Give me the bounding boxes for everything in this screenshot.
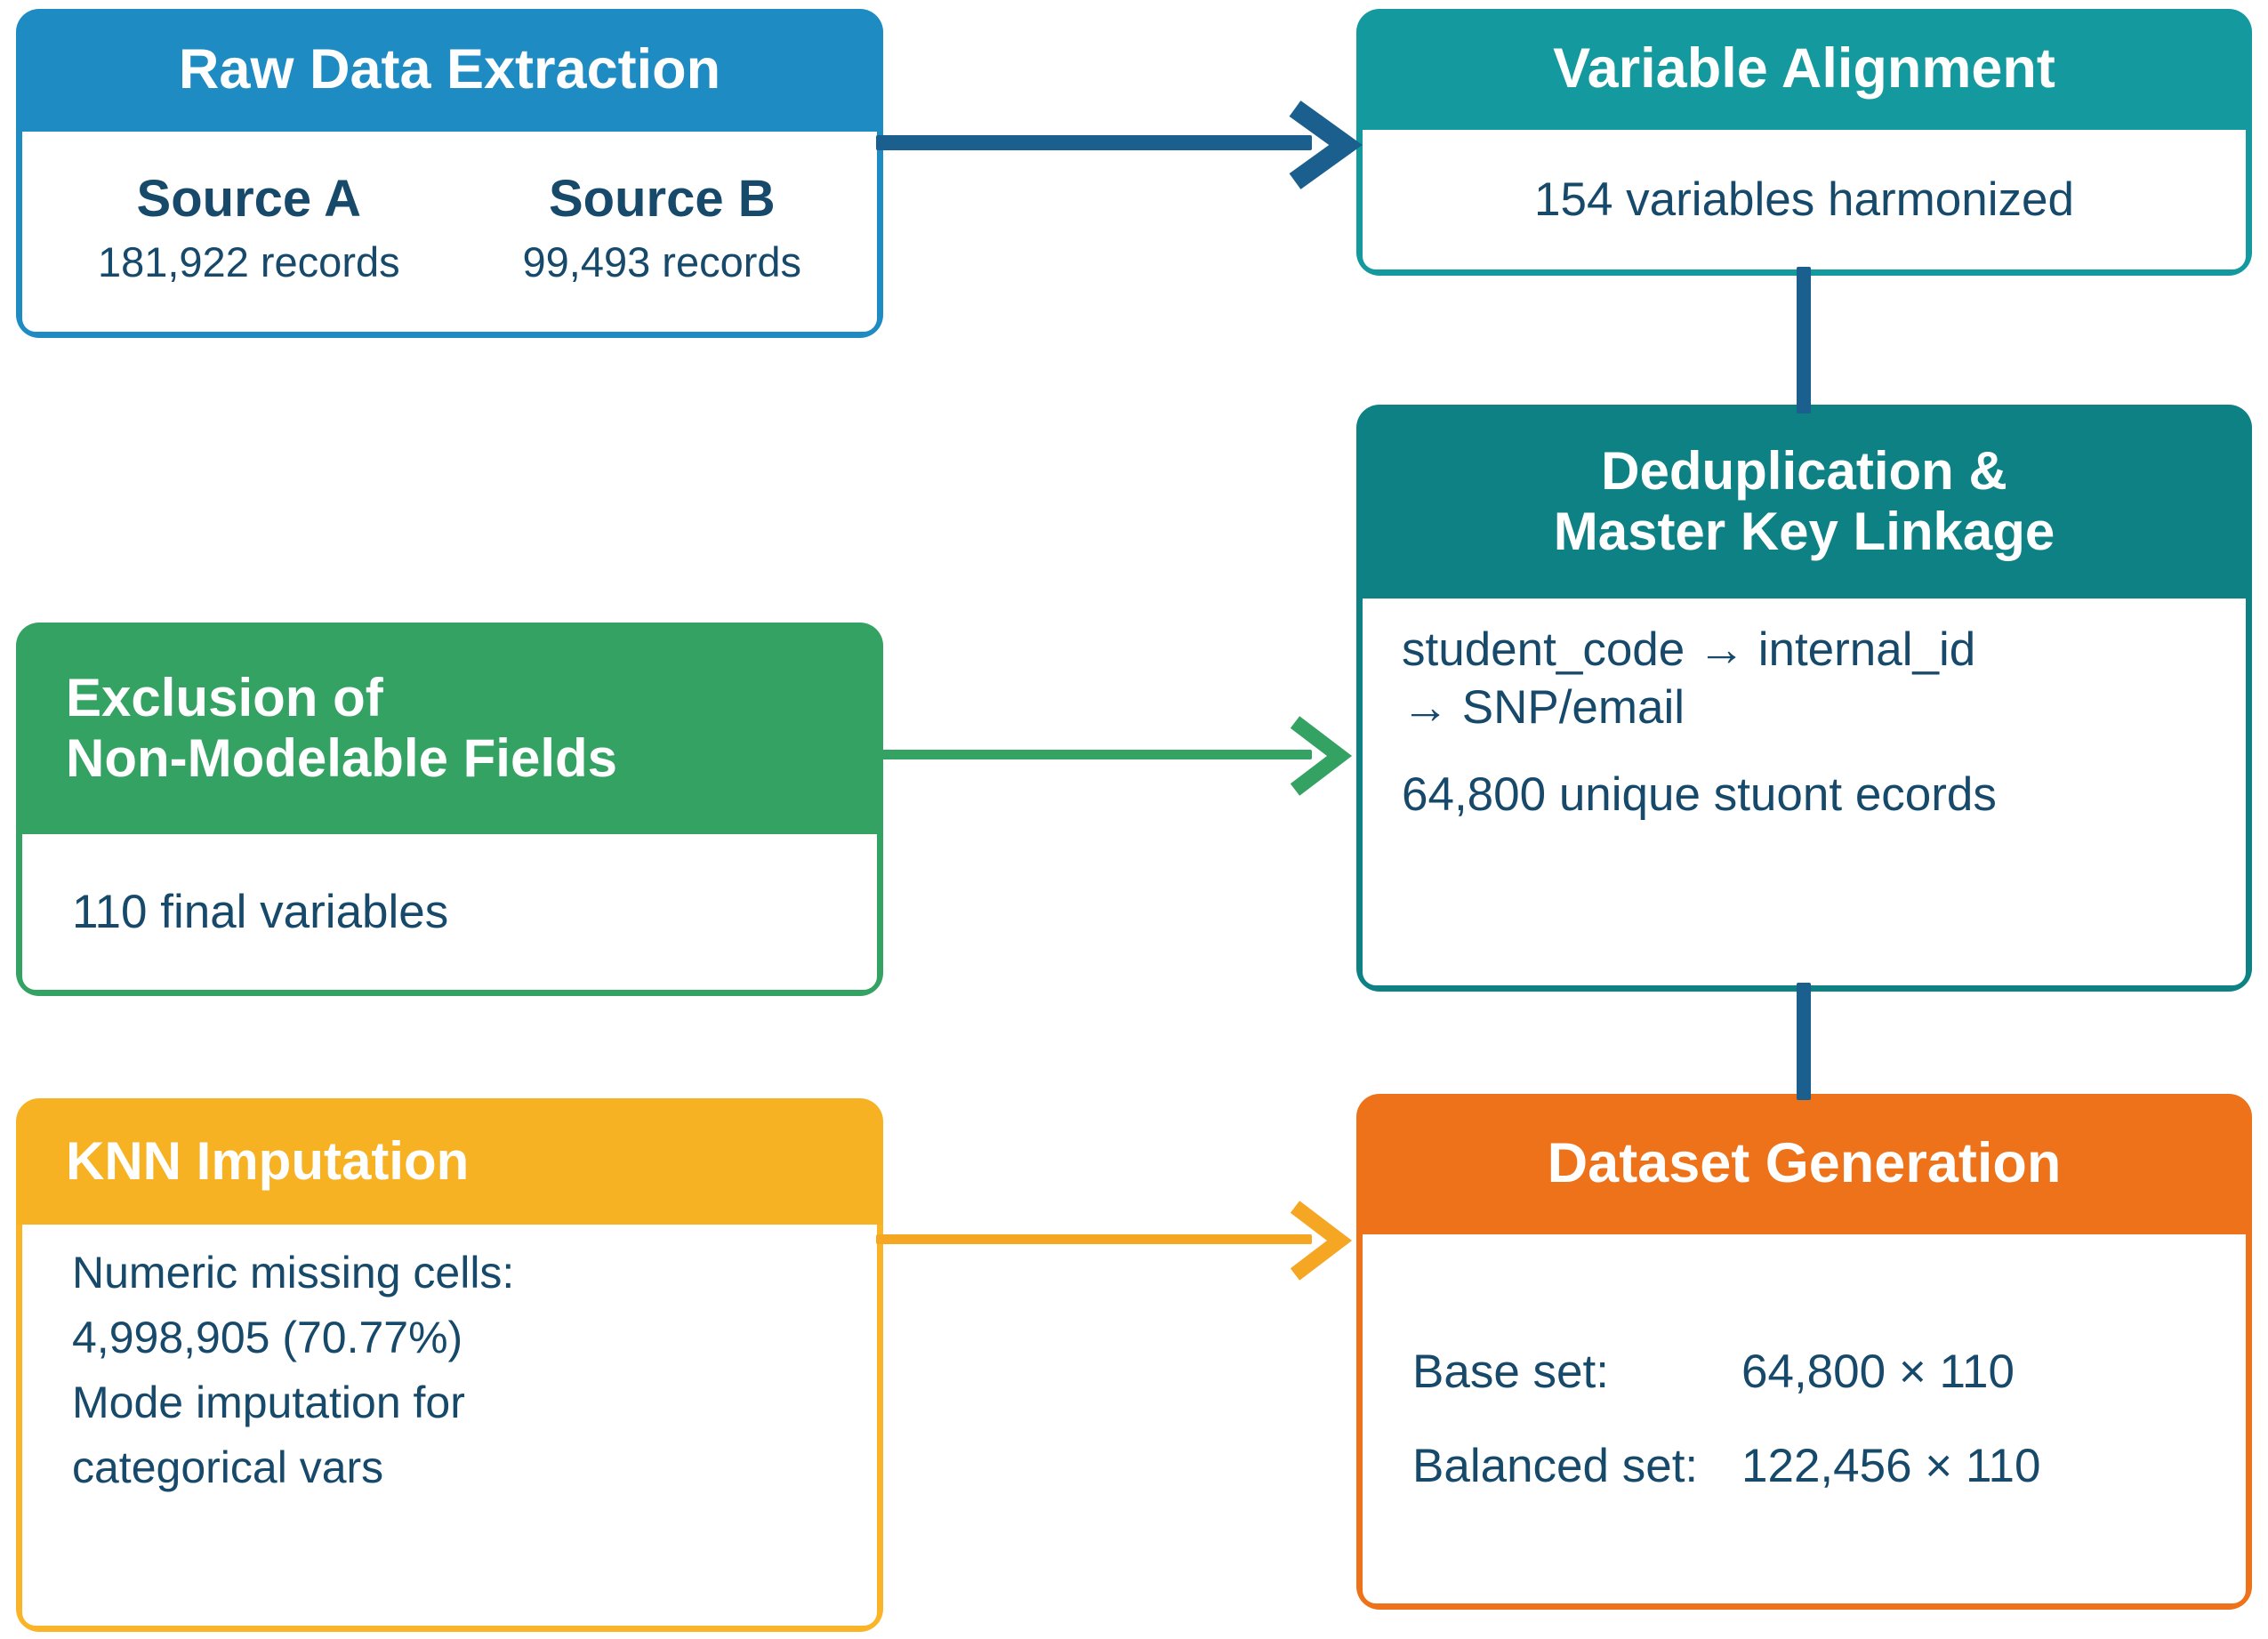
arrowhead-raw-to-alignment: [1289, 100, 1363, 189]
node-exclusion-title-line1: Exclusion of: [66, 667, 383, 727]
variables-harmonized-text: 154 variables harmonized: [1534, 173, 2074, 226]
node-knn-imputation[interactable]: KNN Imputation Numeric missing cells: 4,…: [16, 1098, 883, 1632]
node-raw-data-extraction-body: Source A 181,922 records Source B 99,493…: [16, 132, 883, 338]
node-knn-imputation-body: Numeric missing cells: 4,998,905 (70.77%…: [16, 1225, 883, 1632]
balanced-set-label: Balanced set:: [1412, 1439, 1699, 1492]
source-item-a: Source A 181,922 records: [98, 167, 400, 290]
unique-records-text: 64,800 unique stuont ecords: [1402, 768, 1997, 822]
node-deduplication-title-line1: Deduplication &: [1601, 440, 2007, 501]
source-a-name: Source A: [136, 169, 362, 228]
connector-dedup-to-dataset: [1797, 983, 1811, 1100]
node-dataset-generation[interactable]: Dataset Generation Base set: 64,800 × 11…: [1356, 1094, 2252, 1610]
source-b-name: Source B: [548, 169, 776, 228]
balanced-set-value: 122,456 × 110: [1741, 1439, 2041, 1492]
source-list: Source A 181,922 records Source B 99,493…: [45, 167, 854, 290]
node-exclusion-non-modelable-fields[interactable]: Exclusion of Non-Modelable Fields 110 fi…: [16, 623, 883, 996]
node-exclusion-title: Exclusion of Non-Modelable Fields: [16, 623, 883, 834]
node-deduplication-title: Deduplication & Master Key Linkage: [1356, 405, 2252, 599]
node-dataset-generation-body: Base set: 64,800 × 110 Balanced set: 122…: [1356, 1234, 2252, 1610]
node-raw-data-extraction-title: Raw Data Extraction: [16, 9, 883, 132]
node-exclusion-title-line2: Non-Modelable Fields: [66, 728, 618, 788]
node-variable-alignment[interactable]: Variable Alignment 154 variables harmoni…: [1356, 9, 2252, 276]
node-deduplication-master-key-linkage[interactable]: Deduplication & Master Key Linkage stude…: [1356, 405, 2252, 992]
knn-line-2: 4,998,905 (70.77%): [72, 1313, 463, 1362]
knn-line-3: Mode imputation for: [72, 1378, 465, 1427]
spacer: [1402, 736, 2207, 767]
knn-line-4: categorical vars: [72, 1442, 384, 1492]
node-variable-alignment-title: Variable Alignment: [1356, 9, 2252, 130]
connector-knn-to-dataset: [876, 1234, 1312, 1244]
node-deduplication-body: student_code → internal_id → SNP/email 6…: [1356, 599, 2252, 992]
source-a-records: 181,922 records: [97, 238, 400, 286]
node-dataset-generation-title: Dataset Generation: [1356, 1094, 2252, 1234]
arrowhead-exclusion-to-dedup: [1290, 716, 1353, 796]
dataset-row-base: Base set: 64,800 × 110: [1412, 1344, 2196, 1401]
source-item-b: Source B 99,493 records: [523, 167, 802, 290]
base-set-label: Base set:: [1412, 1345, 1609, 1398]
connector-alignment-to-dedup: [1797, 267, 1811, 414]
source-b-records: 99,493 records: [522, 238, 802, 286]
final-variables-text: 110 final variables: [72, 885, 449, 938]
key-mapping-line2: → SNP/email: [1402, 680, 1685, 734]
key-mapping-line1: student_code → internal_id: [1402, 623, 1976, 676]
base-set-value: 64,800 × 110: [1741, 1345, 2015, 1398]
node-exclusion-body: 110 final variables: [16, 834, 883, 996]
node-variable-alignment-body: 154 variables harmonized: [1356, 130, 2252, 276]
arrowhead-knn-to-dataset: [1290, 1201, 1353, 1281]
knn-line-1: Numeric missing cells:: [72, 1248, 515, 1298]
node-knn-imputation-title: KNN Imputation: [16, 1098, 883, 1225]
node-raw-data-extraction[interactable]: Raw Data Extraction Source A 181,922 rec…: [16, 9, 883, 338]
connector-raw-to-alignment: [876, 135, 1312, 150]
connector-exclusion-to-dedup: [876, 750, 1312, 759]
node-deduplication-title-line2: Master Key Linkage: [1553, 502, 2055, 561]
dataset-row-balanced: Balanced set: 122,456 × 110: [1412, 1438, 2196, 1495]
